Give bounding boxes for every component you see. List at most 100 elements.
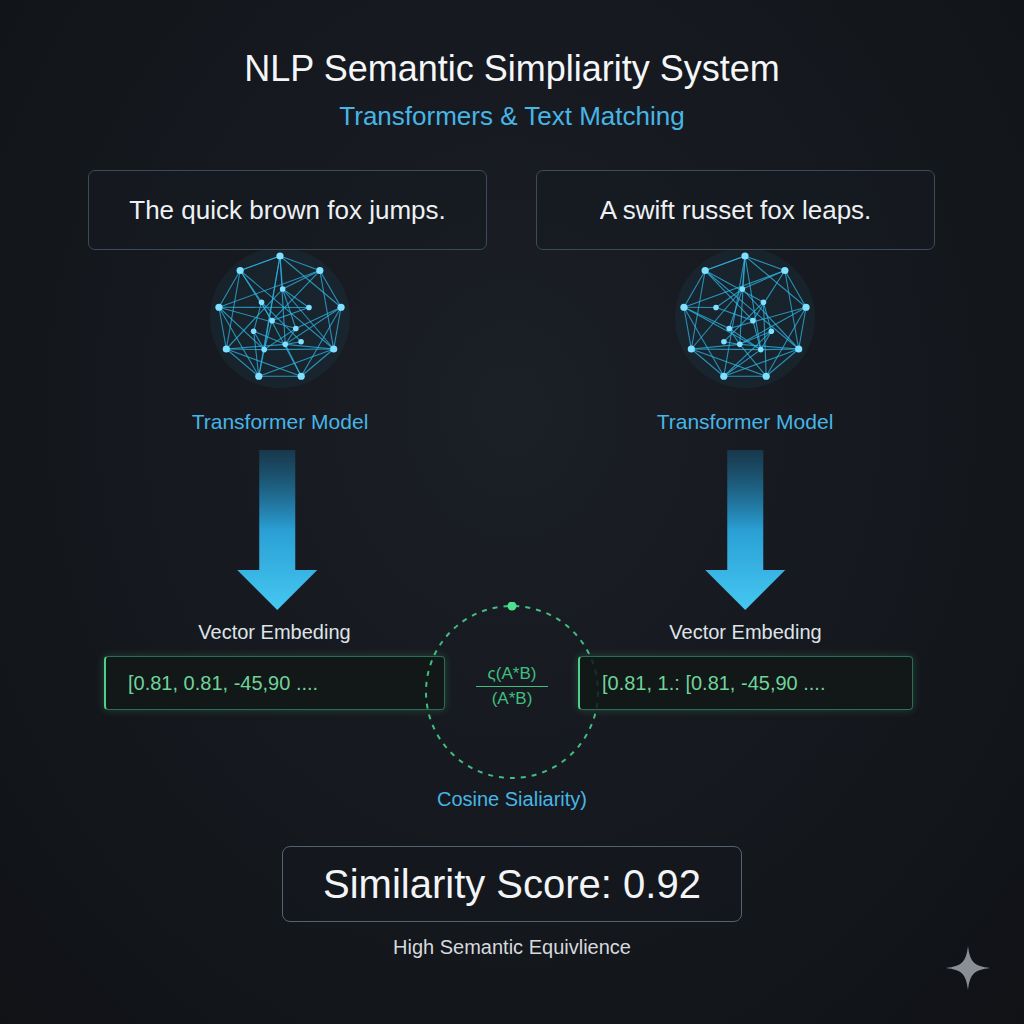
network-link xyxy=(226,349,258,376)
network-link xyxy=(254,302,262,331)
network-glow xyxy=(675,250,815,388)
network-link xyxy=(740,331,772,344)
network-link xyxy=(283,271,320,290)
network-neuron xyxy=(282,342,288,348)
network-neuron xyxy=(802,304,809,311)
network-neuron xyxy=(758,347,764,353)
network-link xyxy=(259,376,301,377)
network-link xyxy=(219,307,259,376)
sentence-node: The quick brown fox jumps. xyxy=(88,170,487,250)
emb-node: Vector Embeding [0.81, 0.81, -45,90 .... xyxy=(104,618,445,710)
network-link xyxy=(296,307,341,328)
network-edges xyxy=(219,256,341,376)
network-neuron xyxy=(769,328,775,334)
network-neuron xyxy=(761,299,767,305)
network-link xyxy=(766,349,798,376)
network-link xyxy=(259,349,334,376)
embedding-heading: Vector Embeding xyxy=(104,618,445,646)
network-neuron xyxy=(293,326,299,332)
cosine-label: Cosine Sialiarity) xyxy=(372,788,652,811)
network-neuron xyxy=(280,286,286,292)
flow-arrow xyxy=(705,450,785,610)
sentence-node: A swift russet fox leaps. xyxy=(536,170,935,250)
network-link xyxy=(684,307,716,308)
network-link xyxy=(240,271,272,321)
network-link xyxy=(724,331,772,376)
network-neuron xyxy=(251,328,257,334)
circle-dot xyxy=(508,602,517,611)
network-link xyxy=(724,376,766,377)
network-icon xyxy=(180,250,380,390)
network-neuron xyxy=(781,267,788,274)
network-neuron xyxy=(259,299,265,305)
network-neuron xyxy=(298,339,304,345)
network-link xyxy=(705,256,745,271)
network-neuron xyxy=(795,345,802,352)
network-link xyxy=(254,331,265,349)
network-link xyxy=(691,348,761,350)
network-neuron xyxy=(721,339,727,345)
network-link xyxy=(691,344,739,349)
sentence-text: The quick brown fox jumps. xyxy=(129,195,445,226)
network-glow xyxy=(210,250,350,388)
dashed-circle xyxy=(426,606,598,778)
network-link xyxy=(763,302,766,376)
network-link xyxy=(705,271,763,303)
network-neuron xyxy=(337,304,344,311)
network-link xyxy=(226,348,264,350)
network-link xyxy=(745,256,785,271)
network-neuron xyxy=(215,304,222,311)
network-link xyxy=(745,256,761,350)
network-link xyxy=(729,289,742,329)
network-link xyxy=(753,321,761,350)
network-link xyxy=(691,271,705,349)
network-neuron xyxy=(720,373,727,380)
network-link xyxy=(740,344,799,349)
network-link xyxy=(763,302,771,331)
flow-arrow xyxy=(237,450,317,610)
embedding-box: [0.81, 0.81, -45,90 .... xyxy=(104,656,445,710)
network-link xyxy=(226,344,285,349)
network-link xyxy=(264,348,334,350)
network-neuron xyxy=(680,304,687,311)
network-neuron xyxy=(713,305,719,311)
network-link xyxy=(259,350,264,377)
network-neuron xyxy=(276,252,283,259)
network-link xyxy=(272,271,320,321)
sparkle-icon xyxy=(944,944,992,992)
network-link xyxy=(272,307,309,320)
network-link xyxy=(740,307,806,344)
network-link xyxy=(280,256,320,271)
network-link xyxy=(716,289,742,307)
network-neuron xyxy=(261,347,267,353)
network-neuron xyxy=(269,318,275,324)
network-link xyxy=(283,289,334,349)
transformer-node: Transformer Model xyxy=(645,250,845,440)
network-link xyxy=(766,307,806,376)
network-link xyxy=(280,256,285,344)
network-link xyxy=(264,256,280,350)
network-link xyxy=(264,321,272,350)
network-link xyxy=(285,344,301,376)
formula-denominator: (A*B) xyxy=(462,687,562,709)
network-link xyxy=(283,289,296,329)
score-node: Similarity Score: 0.92High Semantic Equi… xyxy=(282,846,742,960)
network-neuron xyxy=(316,267,323,274)
network-link xyxy=(684,307,761,349)
network-link xyxy=(716,307,753,320)
network-link xyxy=(283,289,309,307)
network-neuron xyxy=(740,286,746,292)
network-neuron xyxy=(688,345,695,352)
network-icon xyxy=(645,250,845,390)
model-label: Transformer Model xyxy=(180,410,380,434)
embedding-heading: Vector Embeding xyxy=(578,618,913,646)
embedding-values: [0.81, 0.81, -45,90 .... xyxy=(128,672,422,695)
network-neuron xyxy=(223,345,230,352)
network-neuron xyxy=(741,252,748,259)
network-link xyxy=(705,271,799,349)
embedding-values: [0.81, 1.: [0.81, -45,90 .... xyxy=(602,672,890,695)
network-link xyxy=(285,344,333,349)
network-link xyxy=(724,350,761,377)
network-link xyxy=(301,349,333,376)
network-link xyxy=(705,256,745,271)
